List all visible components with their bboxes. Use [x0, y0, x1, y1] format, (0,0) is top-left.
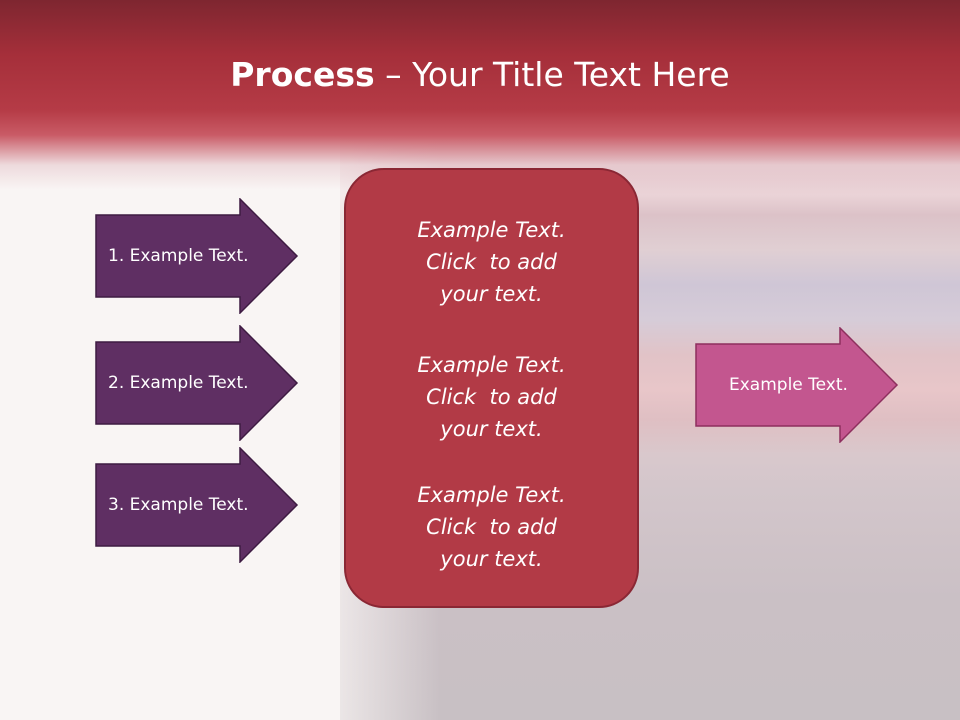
center-line: your text. — [440, 282, 543, 306]
header-band — [0, 0, 960, 190]
slide-title[interactable]: Process – Your Title Text Here — [0, 52, 960, 98]
center-line: Example Text. — [417, 353, 566, 377]
output-label: Example Text. — [729, 375, 848, 395]
center-line: your text. — [440, 547, 543, 571]
center-line: your text. — [440, 417, 543, 441]
title-bold-part: Process — [230, 55, 375, 94]
center-text-block-1: Example Text. Click to add your text. — [346, 214, 637, 310]
title-rest-part: – Your Title Text Here — [374, 55, 730, 94]
center-line: Example Text. — [417, 483, 566, 507]
step-arrow-3[interactable]: 3. Example Text. — [95, 447, 300, 563]
arrow-shape — [95, 325, 299, 441]
center-text-block-3: Example Text. Click to add your text. — [346, 479, 637, 575]
step-label-2: 2. Example Text. — [108, 373, 249, 393]
step-arrow-2[interactable]: 2. Example Text. — [95, 325, 300, 441]
step-label-1: 1. Example Text. — [108, 246, 249, 266]
arrow-shape — [695, 327, 899, 443]
center-text-block-2: Example Text. Click to add your text. — [346, 349, 637, 445]
output-arrow[interactable]: Example Text. — [695, 327, 900, 443]
step-arrow-1[interactable]: 1. Example Text. — [95, 198, 300, 314]
center-line: Example Text. — [417, 218, 566, 242]
step-label-3: 3. Example Text. — [108, 495, 249, 515]
arrow-shape — [95, 447, 299, 563]
center-line: Click to add — [426, 515, 557, 539]
center-content-box[interactable]: Example Text. Click to add your text. Ex… — [344, 168, 639, 608]
center-line: Click to add — [426, 250, 557, 274]
center-line: Click to add — [426, 385, 557, 409]
arrow-shape — [95, 198, 299, 314]
